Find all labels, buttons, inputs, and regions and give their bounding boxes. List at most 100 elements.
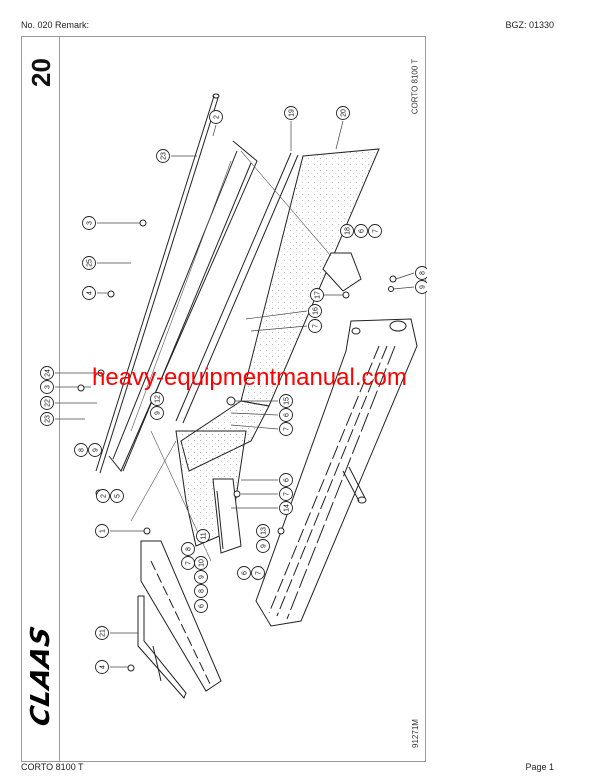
part-callout-25: 25 [82,256,96,270]
svg-text:6: 6 [284,478,291,482]
model-vertical-label: CORTO 8100 T [409,43,421,129]
part-callout-19: 19 [284,106,298,120]
svg-text:7: 7 [186,561,193,565]
svg-text:6: 6 [199,604,206,608]
svg-text:8: 8 [79,448,86,452]
svg-text:9: 9 [93,448,100,452]
svg-text:23: 23 [161,152,168,160]
svg-text:10: 10 [199,559,206,567]
svg-text:14: 14 [284,504,291,512]
svg-text:6: 6 [284,413,291,417]
part-callout-6: 6 [237,566,251,580]
part-callout-8: 8 [74,443,88,457]
part-callout-9: 9 [194,570,208,584]
part-callout-20: 20 [336,106,350,120]
svg-text:9: 9 [155,411,162,415]
part-callout-7: 7 [308,319,322,333]
part-callout-2: 2 [209,110,223,124]
part-callout-21: 21 [95,626,109,640]
svg-text:6: 6 [359,229,366,233]
svg-text:24: 24 [45,369,52,377]
part-callout-16: 16 [308,304,322,318]
header-bgz-code: BGZ: 01330 [505,20,554,30]
drawing-number-text: 91271M [410,718,420,748]
part-callout-17: 17 [310,288,324,302]
svg-text:6: 6 [242,571,249,575]
part-callout-24: 24 [40,366,54,380]
svg-text:21: 21 [100,629,107,637]
exploded-parts-drawing: 2192023325418678917167243222312915678967… [40,93,427,699]
svg-text:7: 7 [313,324,320,328]
part-callout-9: 9 [415,280,427,294]
part-callout-4: 4 [82,286,96,300]
svg-text:8: 8 [199,589,206,593]
part-callout-8: 8 [194,584,208,598]
part-callout-7: 7 [368,224,382,238]
part-callout-1: 1 [95,524,109,538]
svg-text:7: 7 [284,492,291,496]
part-callout-22: 22 [40,396,54,410]
part-callout-14: 14 [279,501,293,515]
part-callout-13: 13 [256,524,270,538]
svg-text:19: 19 [289,109,296,117]
header-left-text: No. 020 Remark: [21,20,90,30]
part-callout-7: 7 [279,422,293,436]
part-callout-6: 6 [194,599,208,613]
svg-text:9: 9 [261,544,268,548]
footer-page-number: Page 1 [525,762,554,772]
svg-text:5: 5 [115,494,122,498]
part-callout-3: 3 [40,380,54,394]
part-callout-5: 5 [110,489,124,503]
svg-text:25: 25 [87,259,94,267]
part-callout-4: 4 [95,660,109,674]
svg-text:4: 4 [100,665,107,669]
part-callout-10: 10 [194,556,208,570]
side-strip: 20 CLAAS [22,37,60,761]
part-callout-11: 11 [196,529,210,543]
svg-text:7: 7 [373,229,380,233]
svg-text:1: 1 [100,529,107,533]
part-callout-6: 6 [279,473,293,487]
part-callout-3: 3 [82,216,96,230]
svg-text:11: 11 [201,532,208,539]
svg-text:20: 20 [341,109,348,117]
part-callout-9: 9 [256,539,270,553]
part-callout-12: 12 [150,392,164,406]
svg-text:9: 9 [199,575,206,579]
svg-text:2: 2 [101,494,108,498]
svg-text:4: 4 [87,291,94,295]
part-callout-15: 15 [279,394,293,408]
svg-text:23: 23 [45,415,52,423]
svg-text:3: 3 [45,385,52,389]
part-callout-2: 2 [96,489,110,503]
svg-text:12: 12 [155,395,162,403]
part-callout-9: 9 [88,443,102,457]
svg-text:15: 15 [284,397,291,405]
part-callout-18: 18 [340,224,354,238]
svg-text:22: 22 [45,399,52,407]
svg-text:9: 9 [420,285,427,289]
part-callout-9: 9 [150,406,164,420]
svg-text:8: 8 [420,271,427,275]
part-callout-23: 23 [156,149,170,163]
part-callout-23: 23 [40,412,54,426]
svg-text:16: 16 [313,307,320,315]
svg-text:17: 17 [315,291,322,299]
model-vertical-text: CORTO 8100 T [410,58,420,114]
part-callout-7: 7 [279,487,293,501]
part-callout-7: 7 [251,566,265,580]
watermark-text: heavy-equipmentmanual.com [92,364,407,391]
svg-text:7: 7 [256,571,263,575]
part-callout-6: 6 [354,224,368,238]
part-callout-6: 6 [279,408,293,422]
drawing-number: 91271M [409,713,421,753]
part-callout-8: 8 [181,542,195,556]
svg-text:8: 8 [186,547,193,551]
svg-text:2: 2 [214,115,221,119]
footer-model: CORTO 8100 T [21,762,84,772]
svg-text:18: 18 [345,227,352,235]
svg-text:7: 7 [284,427,291,431]
svg-text:3: 3 [87,221,94,225]
part-callout-7: 7 [181,556,195,570]
